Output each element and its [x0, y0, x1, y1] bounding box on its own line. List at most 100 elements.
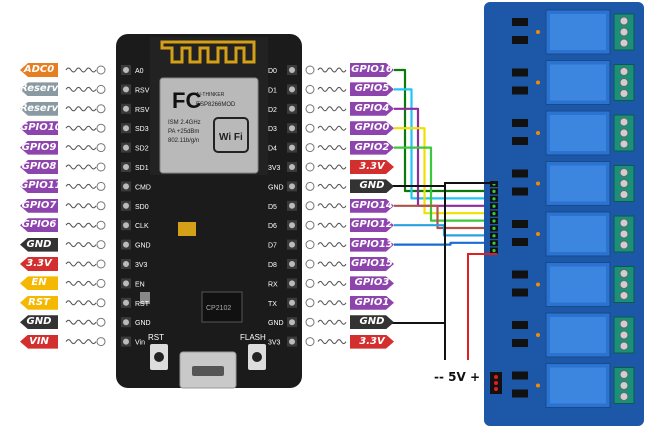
relay-transistor	[512, 321, 528, 329]
header-pin-dot	[492, 204, 496, 208]
header-pin-hole	[123, 299, 129, 306]
leader-line	[65, 125, 97, 131]
pin-marker	[305, 123, 315, 133]
leader-line	[317, 145, 347, 151]
relay-transistor	[512, 119, 528, 127]
relay-transistor	[512, 169, 528, 178]
right-label-gpio15: GPIO15	[351, 258, 393, 269]
board-pin-label-right: TX	[268, 301, 277, 308]
header-pin-hole	[123, 241, 129, 248]
pin-marker	[96, 337, 106, 347]
pin-marker	[305, 317, 315, 327]
leader-line	[317, 261, 347, 267]
header-pin-dot	[492, 212, 496, 216]
leader-line	[317, 183, 347, 189]
pin-marker	[96, 317, 106, 327]
board-pin-label-left: GND	[135, 320, 151, 327]
relay-body	[550, 317, 606, 353]
board-pin-label-right: D8	[268, 262, 277, 269]
right-label-gpio2: GPIO2	[350, 141, 394, 155]
pin-marker	[96, 181, 106, 191]
relay-optocoupler	[512, 288, 528, 297]
relay-transistor	[512, 220, 528, 228]
board-pin-label-right: 3V3	[268, 340, 281, 347]
header-pin-hole	[123, 338, 129, 345]
header-pin-hole	[289, 319, 295, 326]
leader-line	[65, 183, 97, 189]
left-label-en: EN	[20, 276, 58, 291]
board-pin-label-left: Vin	[135, 340, 145, 347]
pin-marker	[305, 84, 315, 94]
header-pin-hole	[123, 125, 129, 132]
left-label-gpio7: GPIO7	[20, 198, 58, 213]
left-label-reserved: Reserved	[20, 101, 73, 116]
terminal-screw	[619, 330, 629, 340]
header-pin-hole	[289, 105, 295, 112]
flash-button-cap[interactable]	[252, 352, 262, 362]
signal-wire-gpio16	[394, 68, 497, 193]
terminal-screw	[619, 341, 629, 351]
pin-marker	[305, 201, 315, 211]
relay-optocoupler	[512, 187, 528, 196]
pin-marker	[305, 259, 315, 269]
relay-led	[536, 282, 540, 287]
header-pin-hole	[123, 164, 129, 170]
terminal-screw	[619, 78, 629, 87]
right-label-gpio16: GPIO16	[351, 64, 393, 75]
relay-led	[536, 383, 540, 388]
header-pin-hole	[289, 183, 295, 190]
micro-usb-slot	[192, 366, 224, 376]
wifi-logo: Wi Fi	[219, 132, 243, 143]
terminal-screw	[619, 89, 629, 98]
fcc-logo: FC	[172, 88, 201, 113]
leader-line	[317, 339, 347, 345]
pin-marker	[305, 104, 315, 114]
relay-body	[550, 216, 606, 252]
relay-transistor	[512, 270, 528, 279]
pin-marker	[305, 65, 315, 75]
rst-button-cap[interactable]	[154, 352, 164, 362]
board-pin-label-right: D6	[268, 223, 277, 230]
isn-text: ISM 2.4GHz	[168, 120, 201, 126]
header-pin-hole	[123, 105, 129, 112]
pin-marker	[305, 220, 315, 230]
header-pin-hole	[123, 222, 129, 229]
relay-board	[484, 2, 644, 426]
board-pin-label-left: EN	[135, 281, 145, 288]
left-label-gnd: GND	[20, 237, 58, 252]
header-pin-hole	[123, 183, 129, 190]
supply-label: -- 5V +	[434, 370, 481, 384]
leader-line	[317, 242, 347, 248]
right-label-gpio14: GPIO14	[351, 199, 393, 211]
relay-optocoupler	[512, 137, 528, 145]
leader-line	[65, 242, 97, 248]
usb-chip	[201, 291, 243, 323]
left-label-gpio11: GPIO11	[20, 179, 62, 194]
pin-marker	[305, 337, 315, 347]
terminal-screw	[619, 240, 629, 250]
left-label-gnd: GND	[20, 315, 58, 330]
relay-optocoupler	[512, 36, 528, 44]
right-label-gnd: GND	[350, 179, 394, 193]
board-pin-label-left: SD0	[135, 204, 149, 211]
terminal-screw	[619, 229, 629, 239]
header-pin-dot	[492, 197, 496, 201]
header-pin-hole	[289, 222, 295, 229]
left-label-gpio6: GPIO6	[20, 218, 58, 233]
terminal-screw	[619, 190, 629, 199]
leader-line	[65, 261, 97, 267]
relay-body	[550, 266, 606, 303]
pin-marker	[305, 162, 315, 172]
pin-marker	[96, 201, 106, 211]
board-pin-label-right: D1	[268, 87, 277, 94]
left-label-gpio8: GPIO8	[20, 160, 58, 174]
leader-line	[65, 145, 97, 151]
signal-wire-gpio14	[394, 204, 497, 230]
proto-text: 802.11b/g/n	[168, 138, 199, 144]
right-label-gpio0: GPIO0	[350, 121, 394, 135]
relay-body	[550, 115, 606, 151]
relay-optocoupler	[512, 238, 528, 246]
leader-line	[65, 106, 97, 112]
